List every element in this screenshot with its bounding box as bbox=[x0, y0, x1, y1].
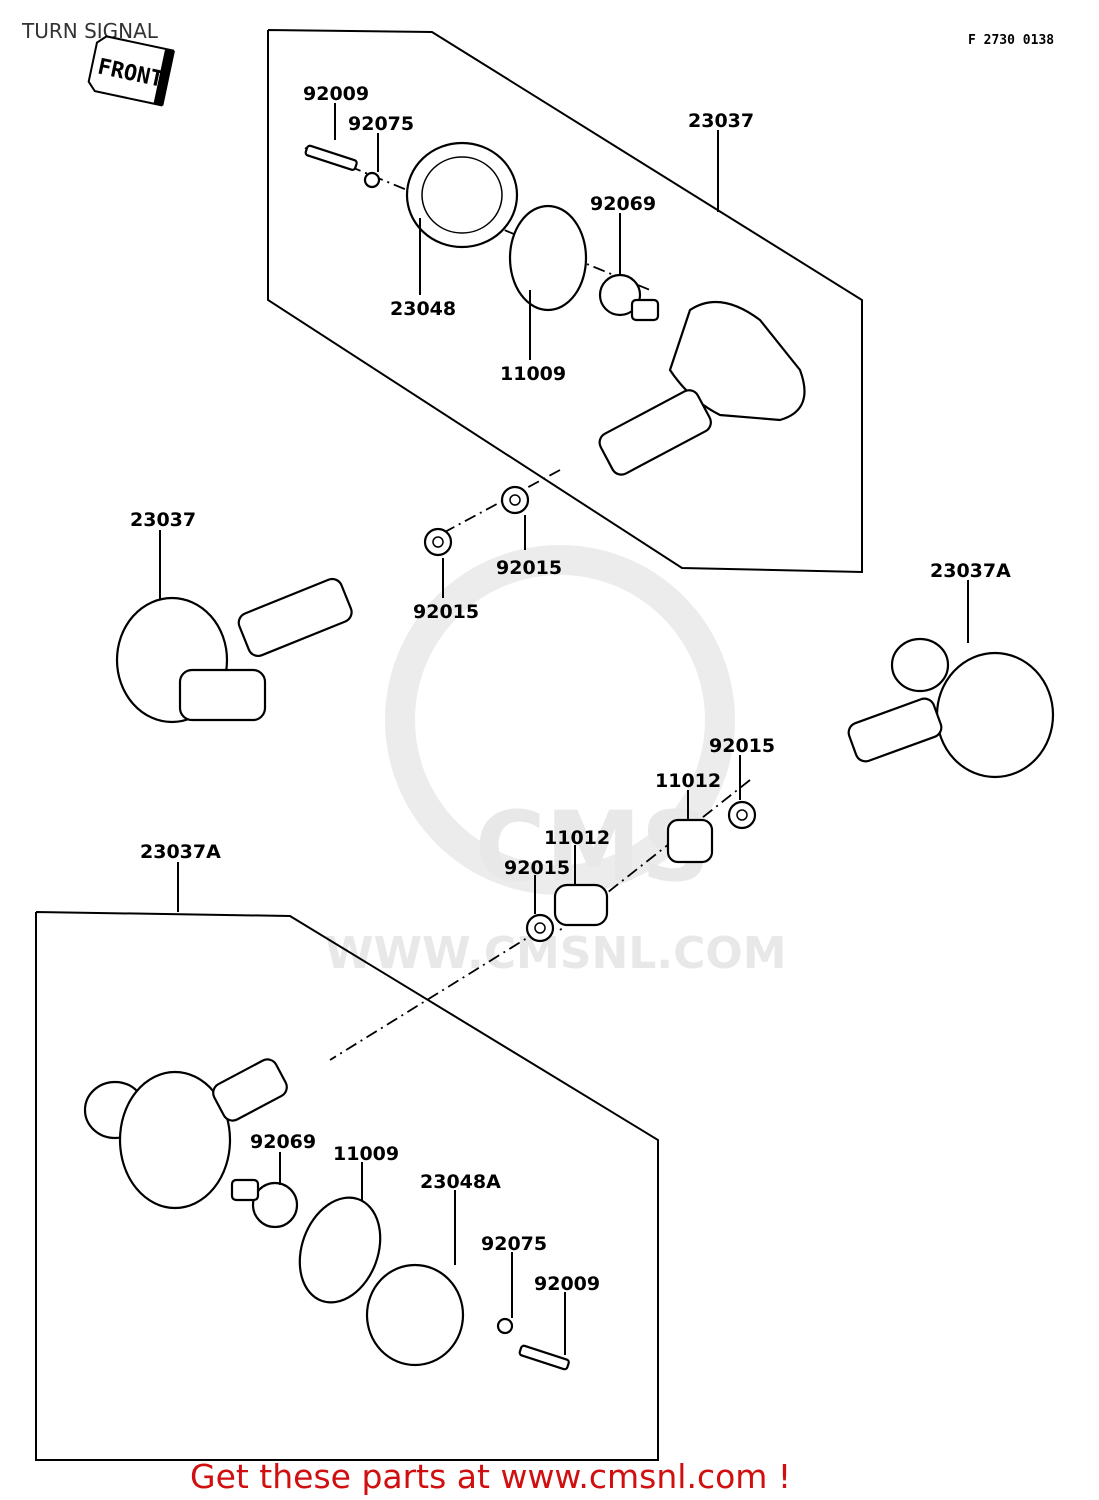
bulb-92069-upper bbox=[598, 273, 660, 322]
front-arrow-icon: FRONT bbox=[87, 35, 175, 107]
turn-signal-23037-left bbox=[115, 577, 353, 724]
turn-signal-23037A-lower bbox=[83, 1058, 288, 1210]
nut-92015-right bbox=[727, 800, 757, 830]
bushing-11012-right bbox=[666, 818, 714, 864]
label-11012-right: 11012 bbox=[655, 770, 721, 792]
page-title: TURN SIGNAL bbox=[21, 19, 159, 43]
label-92069-upper: 92069 bbox=[590, 193, 656, 215]
label-23037-left: 23037 bbox=[130, 509, 196, 531]
label-92015-upper: 92015 bbox=[496, 557, 562, 579]
nut-92015-left bbox=[423, 527, 453, 557]
bulb-92069-lower bbox=[230, 1178, 299, 1229]
label-92015-center: 92015 bbox=[504, 857, 570, 879]
lens-23048-upper bbox=[405, 141, 519, 249]
upper-group-outline bbox=[267, 29, 863, 574]
reference-code: F 2730 0138 bbox=[968, 33, 1054, 48]
label-92009-upper: 92009 bbox=[303, 83, 369, 105]
washer-92075-upper bbox=[363, 171, 381, 189]
label-23048A-lower: 23048A bbox=[420, 1171, 501, 1193]
label-23048-upper: 23048 bbox=[390, 298, 456, 320]
label-92015-left: 92015 bbox=[413, 601, 479, 623]
label-11009-upper: 11009 bbox=[500, 363, 566, 385]
label-23037A-right: 23037A bbox=[930, 560, 1011, 582]
label-92069-lower: 92069 bbox=[250, 1131, 316, 1153]
label-92075-lower: 92075 bbox=[481, 1233, 547, 1255]
label-92015-right: 92015 bbox=[709, 735, 775, 757]
lens-23048A-lower bbox=[365, 1263, 465, 1367]
washer-92075-lower bbox=[496, 1317, 514, 1335]
gasket-11009-upper bbox=[508, 204, 588, 312]
watermark-text: WWW.CMSNL.COM bbox=[325, 928, 787, 979]
bushing-11012-center bbox=[553, 883, 609, 927]
bolt-92009-upper bbox=[304, 144, 358, 171]
bolt-92009-lower bbox=[518, 1344, 570, 1371]
gasket-11009-lower bbox=[298, 1196, 382, 1304]
lower-group-outline bbox=[35, 911, 659, 1461]
nut-92015-center bbox=[525, 913, 555, 943]
label-92075-upper: 92075 bbox=[348, 113, 414, 135]
turn-signal-23037A-right bbox=[847, 637, 1055, 779]
label-92009-lower: 92009 bbox=[534, 1273, 600, 1295]
footer-link[interactable]: Get these parts at www.cmsnl.com ! bbox=[190, 1457, 791, 1496]
label-11009-lower: 11009 bbox=[333, 1143, 399, 1165]
label-11012-center: 11012 bbox=[544, 827, 610, 849]
turn-signal-23037-upper-right bbox=[598, 300, 806, 476]
label-23037-upper: 23037 bbox=[688, 110, 754, 132]
label-23037A-lower: 23037A bbox=[140, 841, 221, 863]
leader-lines bbox=[159, 103, 969, 1355]
nut-92015-upper bbox=[500, 485, 530, 515]
